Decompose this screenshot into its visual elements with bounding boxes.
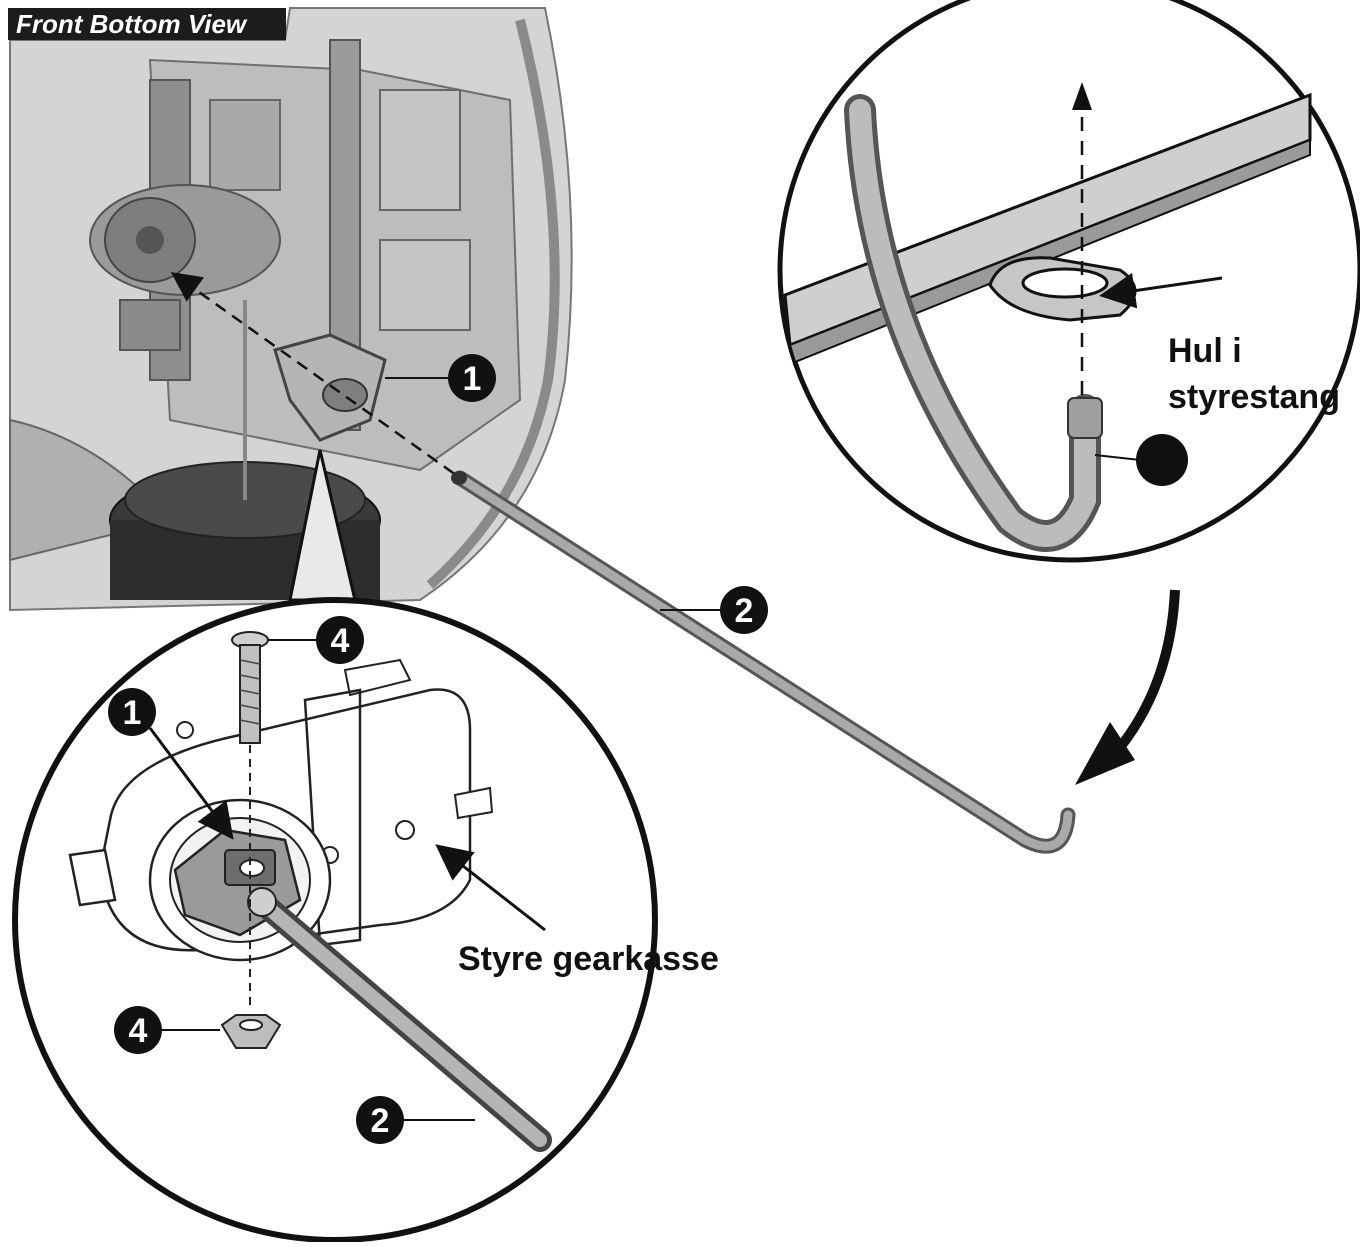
callout-2-main-text: 2: [735, 592, 754, 630]
steering-rod: [451, 470, 1076, 854]
callout-2-detail-text: 2: [371, 1102, 390, 1140]
callout-1-main: 1: [385, 354, 496, 402]
detail-hole-in-rod: Hul i styrestang: [777, 0, 1360, 563]
view-title: Front Bottom View: [8, 8, 286, 40]
hole-label-line2: styrestang: [1168, 378, 1340, 416]
callout-4-nut: 4: [114, 1006, 220, 1054]
callout-4-bolt: 4: [268, 616, 364, 664]
rotation-arrow: [1075, 589, 1180, 785]
callout-1-main-text: 1: [463, 360, 482, 398]
hole-label-line1: Hul i: [1168, 332, 1242, 370]
callout-2-detail: 2: [356, 1096, 475, 1144]
callout-4-bolt-text: 4: [331, 622, 350, 660]
vehicle-underside: [9, 7, 573, 612]
detail-gearbox: Styre gearkasse: [12, 597, 719, 1243]
callout-4-nut-text: 4: [129, 1012, 148, 1050]
callout-1-detail-text: 1: [123, 694, 142, 732]
callout-1-detail: 1: [108, 688, 156, 736]
gearbox-label: Styre gearkasse: [458, 940, 719, 978]
callout-2-main: 2: [660, 586, 768, 634]
